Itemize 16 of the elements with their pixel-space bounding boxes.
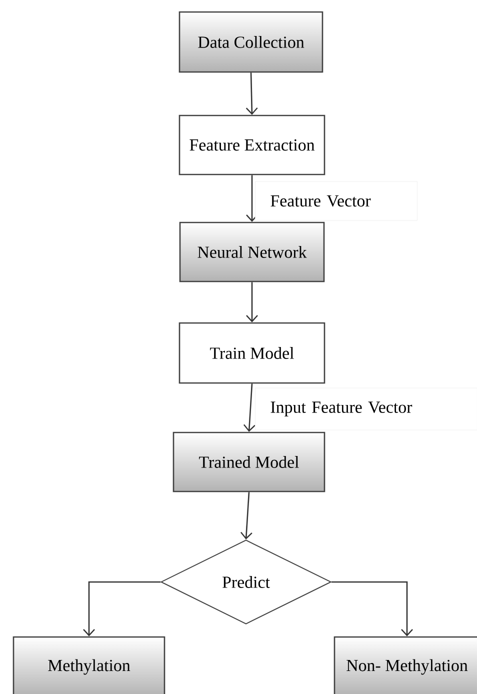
arrow [83,581,160,636]
process-box: Train Model [178,322,326,384]
edge-label: Feature Vector [255,181,418,221]
arrow [332,581,413,636]
process-box: Neural Network [179,222,325,282]
arrow [246,72,258,115]
result-box: Non- Methylation [334,636,477,694]
arrow [243,384,256,432]
process-box: Data Collection [178,11,324,73]
result-box: Methylation [12,636,166,694]
process-box: Feature Extraction [178,114,326,176]
process-box: Trained Model [172,432,326,492]
edge-label: Input Feature Vector [255,388,477,430]
arrow [240,492,252,540]
arrow [246,282,258,322]
arrow [246,175,258,222]
